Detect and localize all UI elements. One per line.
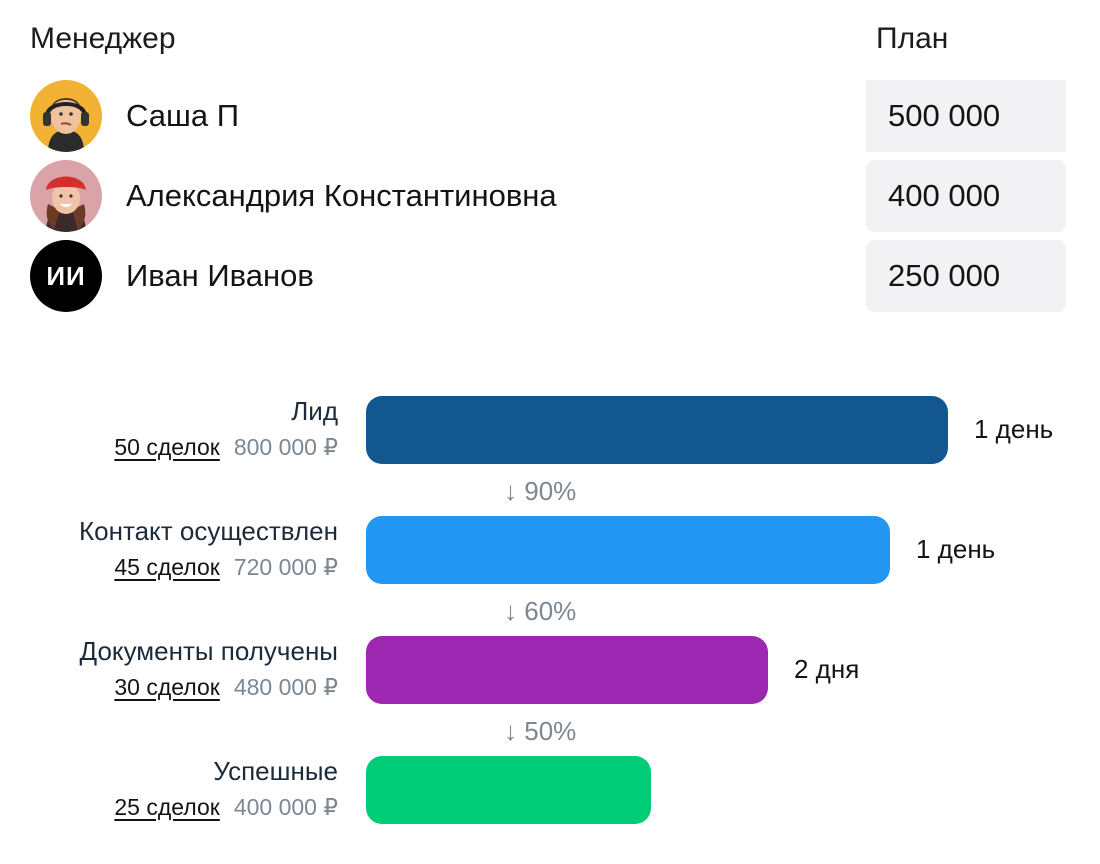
stage-name: Успешные — [213, 756, 338, 786]
avatar — [30, 160, 102, 232]
avatar-initials: ИИ — [30, 240, 102, 312]
stage-amount: 480 000 ₽ — [233, 674, 338, 700]
stage-amount: 400 000 ₽ — [233, 794, 338, 820]
funnel-stage: Контакт осуществлен 45 сделок 720 000 ₽ 1… — [0, 516, 1100, 586]
deals-link[interactable]: 30 сделок — [114, 674, 220, 700]
plan-input[interactable]: 250 000 — [866, 240, 1066, 312]
manager-name: Александрия Константиновна — [126, 178, 557, 213]
stage-summary: 30 сделок 480 000 ₽ — [114, 674, 338, 701]
funnel-bar[interactable] — [366, 636, 768, 704]
conversion-value: 60% — [524, 596, 577, 626]
plan-input[interactable]: 400 000 — [866, 160, 1066, 232]
arrow-down-icon: ↓ — [504, 596, 517, 626]
stage-duration: 1 день — [974, 414, 1054, 444]
conversion-rate: ↓ 90% — [504, 476, 576, 507]
avatar — [30, 80, 102, 152]
arrow-down-icon: ↓ — [504, 716, 517, 746]
manager-row: Саша П 500 000 — [30, 80, 1066, 152]
funnel-bar[interactable] — [366, 756, 651, 824]
stage-name: Лид — [291, 396, 338, 426]
stage-summary: 45 сделок 720 000 ₽ — [114, 554, 338, 581]
stage-summary: 50 сделок 800 000 ₽ — [114, 434, 338, 461]
funnel-bar[interactable] — [366, 396, 948, 464]
plan-column-header: План — [876, 22, 949, 55]
funnel-stage: Лид 50 сделок 800 000 ₽ 1 день — [0, 396, 1100, 466]
conversion-rate: ↓ 50% — [504, 716, 576, 747]
deals-link[interactable]: 25 сделок — [114, 794, 220, 820]
stage-amount: 720 000 ₽ — [233, 554, 338, 580]
stage-summary: 25 сделок 400 000 ₽ — [114, 794, 338, 821]
conversion-value: 50% — [524, 716, 577, 746]
manager-column-header: Менеджер — [30, 22, 176, 55]
conversion-rate: ↓ 60% — [504, 596, 576, 627]
manager-row: ИИ Иван Иванов 250 000 — [30, 240, 1066, 312]
manager-name: Иван Иванов — [126, 258, 314, 293]
funnel-bar[interactable] — [366, 516, 890, 584]
arrow-down-icon: ↓ — [504, 476, 517, 506]
funnel-stage: Успешные 25 сделок 400 000 ₽ — [0, 756, 1100, 826]
conversion-value: 90% — [524, 476, 577, 506]
stage-duration: 2 дня — [794, 654, 860, 684]
deals-link[interactable]: 45 сделок — [114, 554, 220, 580]
stage-name: Контакт осуществлен — [79, 516, 338, 546]
stage-duration: 1 день — [916, 534, 996, 564]
stage-amount: 800 000 ₽ — [233, 434, 338, 460]
plan-input[interactable]: 500 000 — [866, 80, 1066, 152]
man-headphones-avatar-icon — [30, 80, 102, 152]
woman-red-hat-avatar-icon — [30, 160, 102, 232]
manager-row: Александрия Константиновна 400 000 — [30, 160, 1066, 232]
funnel-stage: Документы получены 30 сделок 480 000 ₽ 2 … — [0, 636, 1100, 706]
deals-link[interactable]: 50 сделок — [114, 434, 220, 460]
stage-name: Документы получены — [79, 636, 338, 666]
manager-name: Саша П — [126, 98, 239, 133]
